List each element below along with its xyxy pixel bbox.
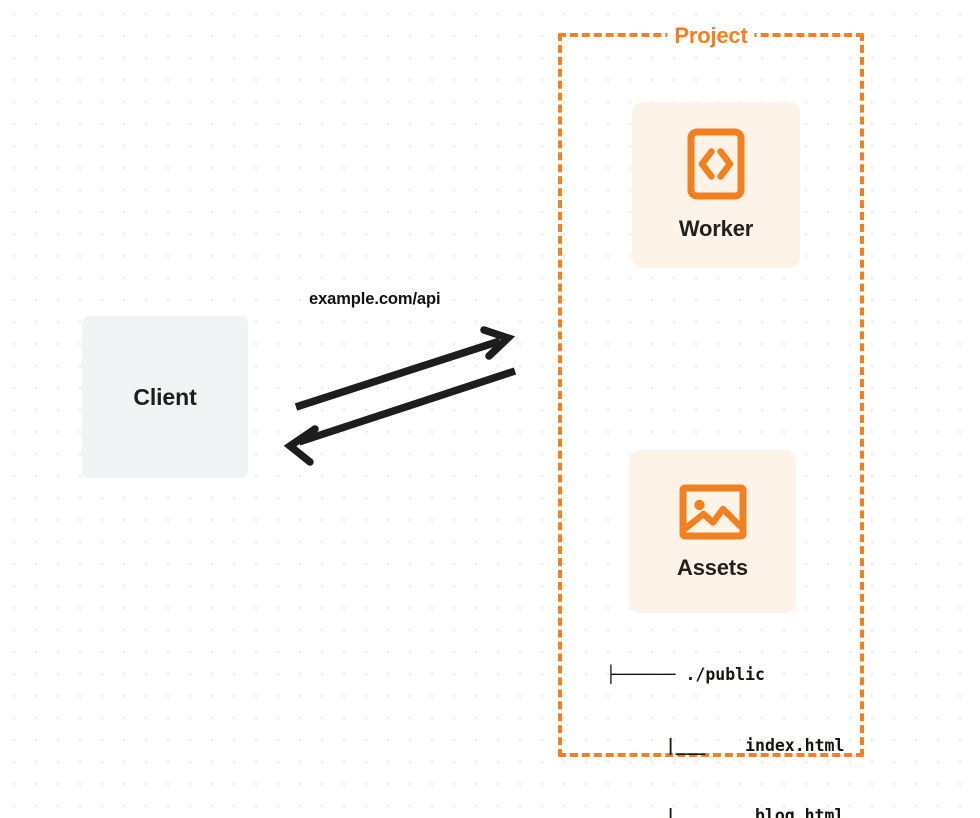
client-node[interactable]: Client (82, 316, 248, 478)
worker-card-label: Worker (678, 216, 754, 241)
assets-card[interactable]: Assets (629, 450, 796, 613)
arrow-up-right-icon (294, 326, 516, 411)
assets-file-tree: ├────── ./public |___ index.html |___ bl… (606, 616, 844, 818)
worker-card[interactable]: Worker (632, 102, 800, 268)
request-url-label: example.com/api (309, 290, 441, 308)
file-tree-row: ├────── ./public (606, 665, 765, 684)
assets-card-label: Assets (677, 554, 748, 580)
arrow-down-left-icon (283, 367, 517, 466)
file-tree-row: |___ index.html (606, 735, 845, 755)
client-node-label: Client (133, 383, 197, 410)
code-brackets-icon (687, 128, 745, 200)
image-picture-icon (679, 484, 746, 539)
project-group-boundary: Project (558, 23, 864, 757)
file-tree-row: |___ blog.html (606, 806, 845, 818)
project-group-title: Project (667, 23, 755, 49)
